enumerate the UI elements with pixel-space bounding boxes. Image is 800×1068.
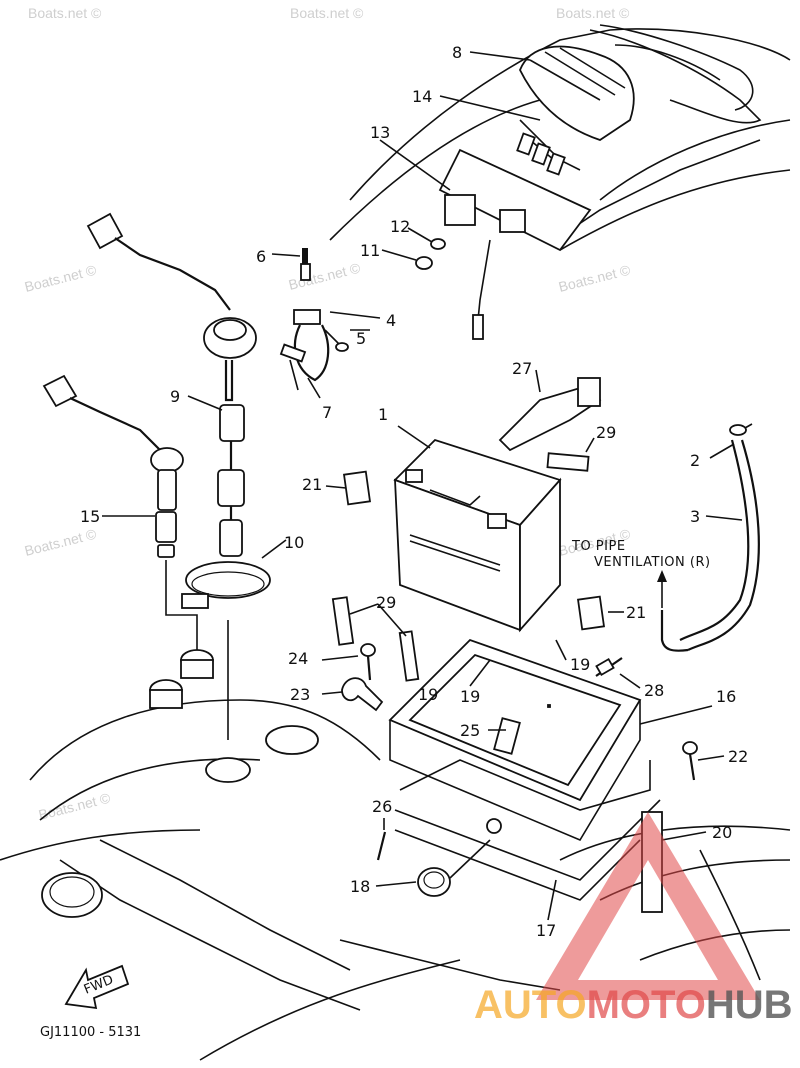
part-label: 8 <box>452 43 462 62</box>
logo-text: AUTOMOTOHUB <box>474 983 793 1027</box>
part-label: 27 <box>512 359 532 378</box>
watermark: Boats.net © <box>23 525 99 558</box>
nut-11 <box>415 256 433 270</box>
part-label: 16 <box>716 687 736 706</box>
meter-assembly <box>516 24 754 176</box>
band-clamp <box>279 309 349 391</box>
battery-1 <box>393 438 562 633</box>
part-number-labels: 8 14 13 12 11 6 4 5 7 9 15 10 1 21 27 29… <box>80 43 748 940</box>
part-label: 18 <box>350 877 370 896</box>
fwd-arrow-icon: FWD <box>64 964 130 1010</box>
bolts <box>360 643 698 861</box>
part-label: 24 <box>288 649 308 668</box>
frame-outline <box>0 28 791 1061</box>
part-label: 20 <box>712 823 732 842</box>
part-label: 19 <box>418 685 438 704</box>
watermark: Boats.net © <box>23 261 99 294</box>
bracket-13 <box>438 148 592 340</box>
part-label: 28 <box>644 681 664 700</box>
grommet-18 <box>417 839 491 897</box>
logo-moto: MOTO <box>587 983 706 1027</box>
logo-auto: AUTO <box>474 983 587 1027</box>
washer-12 <box>430 238 446 250</box>
part-label: 14 <box>412 87 432 106</box>
part-label: 19 <box>570 655 590 674</box>
part-label: 6 <box>256 247 266 266</box>
part-label: 25 <box>460 721 480 740</box>
part-label: 23 <box>290 685 310 704</box>
hose-clamp-10 <box>181 561 271 740</box>
annotation-to-pipe: TO PIPE <box>571 539 626 554</box>
automotohub-logo: AUTOMOTOHUB <box>474 812 793 1027</box>
sensor-15 <box>42 374 198 650</box>
clip-pin-6 <box>300 248 311 281</box>
vent-pipe <box>657 423 760 652</box>
part-label: 3 <box>690 507 700 526</box>
watermark: Boats.net © <box>28 5 102 21</box>
part-label: 10 <box>284 533 304 552</box>
watermark: Boats.net © <box>287 259 363 292</box>
battery-pads <box>331 452 605 682</box>
part-label: 29 <box>376 593 396 612</box>
part-label: 13 <box>370 123 390 142</box>
fitting-28 <box>595 657 623 677</box>
part-label: 19 <box>460 687 480 706</box>
part-label: 7 <box>322 403 332 422</box>
warning-triangle-icon <box>536 812 760 1000</box>
part-label: 17 <box>536 921 556 940</box>
part-label: 11 <box>360 241 380 260</box>
clamp-23 <box>341 677 384 712</box>
part-label: 5 <box>356 329 366 348</box>
watermark: Boats.net © <box>37 789 113 822</box>
part-label: 1 <box>378 405 388 424</box>
annotation-ventilation: VENTILATION (R) <box>594 555 711 570</box>
part-label: 21 <box>302 475 322 494</box>
battery-box <box>388 638 661 901</box>
bracket-27 <box>498 377 602 452</box>
part-label: 2 <box>690 451 700 470</box>
part-label: 12 <box>390 217 410 236</box>
part-label: 15 <box>80 507 100 526</box>
diagram-code: GJ11100 - 5131 <box>40 1025 141 1040</box>
sensor-9 <box>86 212 257 557</box>
part-label: 22 <box>728 747 748 766</box>
part-label: 9 <box>170 387 180 406</box>
part-label: 4 <box>386 311 396 330</box>
leader-lines <box>102 51 743 921</box>
part-label: 29 <box>596 423 616 442</box>
watermark: Boats.net © <box>557 261 633 294</box>
logo-hub: HUB <box>706 983 793 1027</box>
grommets <box>41 649 319 918</box>
part-label: 21 <box>626 603 646 622</box>
part-label: 26 <box>372 797 392 816</box>
watermark: Boats.net © <box>556 5 630 21</box>
watermark: Boats.net © <box>290 5 364 21</box>
